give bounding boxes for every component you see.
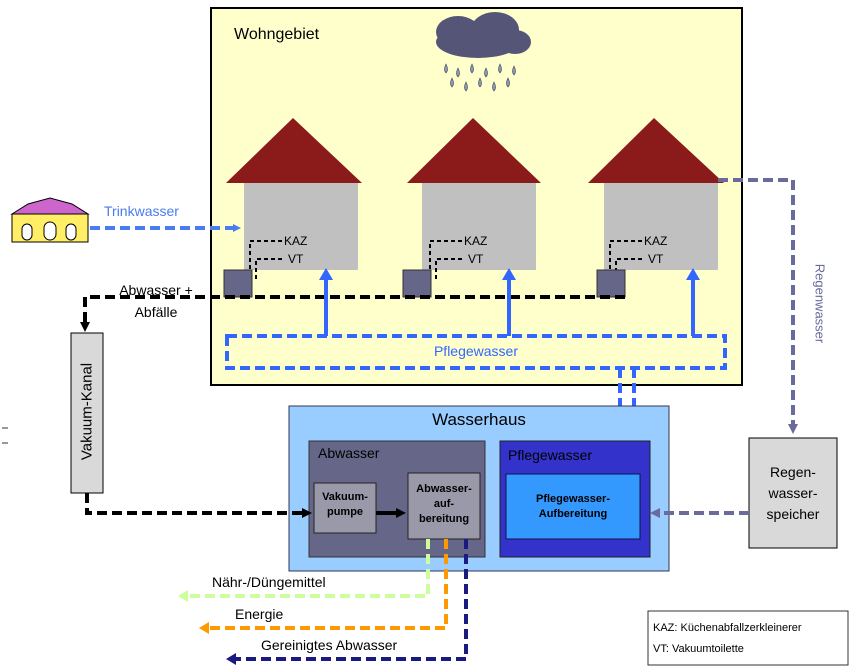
legend-box	[647, 610, 849, 666]
care-water-treatment-label: Pflegewasser- Aufbereitung	[536, 493, 610, 520]
legend-kaz: KAZ: Küchenabfallzerkleinerer	[653, 622, 802, 634]
house-1-vt-label: VT	[288, 252, 304, 266]
cleaned-wastewater-label: Gereinigtes Abwasser	[261, 637, 398, 653]
nutrients-line	[178, 539, 430, 602]
rain-storage-label: Regen- wasser- speicher	[766, 464, 820, 522]
vacuum-pump-box	[313, 482, 377, 534]
house-2-kaz-label: KAZ	[464, 234, 488, 248]
waterworks-building-icon	[10, 197, 90, 243]
nutrients-label: Nähr-/Düngemittel	[212, 574, 326, 590]
collection-unit-2	[402, 269, 432, 298]
legend-vt: VT: Vakuumtoilette	[653, 643, 744, 655]
kaz-vt-connectors	[249, 240, 642, 280]
house-1	[226, 118, 362, 270]
house-3	[588, 118, 724, 270]
water-house-title: Wasserhaus	[432, 410, 526, 429]
rainwater-label: Regenwasser	[812, 263, 828, 344]
house-3-vt-label: VT	[648, 252, 664, 266]
vacuum-pump-label: Vakuum- pumpe	[322, 491, 368, 518]
care-water-arrowheads	[319, 268, 700, 280]
house-2	[407, 118, 541, 270]
wastewater-line	[80, 295, 625, 332]
house-3-kaz-label: KAZ	[644, 234, 668, 248]
care-water-loop	[225, 334, 727, 370]
energy-label: Energie	[235, 606, 284, 622]
rainwater-line	[718, 178, 798, 434]
drinking-water-label: Trinkwasser	[104, 203, 179, 219]
wastewater-section-title: Abwasser	[318, 445, 380, 461]
vacuum-channel-label: Vakuum-Kanal	[78, 362, 96, 461]
care-water-supply-arrows	[324, 276, 695, 336]
vacuum-to-pump-line	[85, 493, 312, 518]
collection-unit-3	[596, 269, 626, 298]
wastewater-treatment-label: Abwasser- auf- bereitung	[416, 483, 472, 525]
wastewater-treatment-box	[407, 472, 481, 540]
care-water-section-title: Pflegewasser	[508, 447, 593, 463]
rain-storage-box	[748, 437, 838, 549]
collection-unit-1	[223, 269, 253, 298]
residential-area-title: Wohngebiet	[234, 26, 320, 43]
house-2-vt-label: VT	[468, 252, 484, 266]
house-1-kaz-label: KAZ	[284, 234, 308, 248]
care-water-label: Pflegewasser	[433, 343, 519, 359]
rain-cloud-icon	[436, 12, 531, 92]
wastewater-waste-label: Abwasser + Abfälle	[119, 282, 193, 320]
vacuum-channel-box	[70, 332, 104, 494]
care-water-treatment-box	[505, 473, 641, 540]
cleaned-wastewater-line	[226, 539, 468, 665]
